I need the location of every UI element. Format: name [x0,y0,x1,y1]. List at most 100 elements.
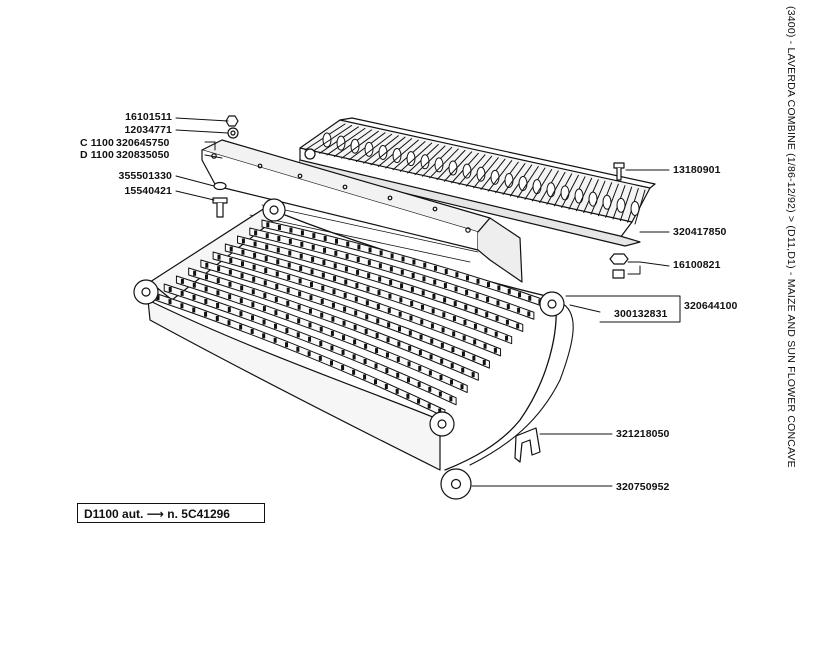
concave-slot [506,304,510,310]
concave-slot [297,304,301,310]
concave-slot [332,289,336,295]
concave-slot [344,266,348,272]
comb-tooth [443,151,473,182]
concave-slot [440,358,444,364]
concave-slot [485,312,489,318]
concave-slot [285,314,289,320]
concave-slot [365,314,369,320]
concave-slot [276,247,280,253]
concave-slot [342,320,346,326]
concave-slot [367,260,371,266]
concave-slot [407,361,411,367]
concave-slot [476,278,480,284]
label-16101511: 16101511 [125,111,172,123]
concave-slot [377,290,381,296]
concave-slot [390,253,394,259]
concave-bar [212,251,502,357]
concave-slot [239,298,243,304]
concave-slot [168,299,172,305]
concave-slot [451,347,455,353]
concave-slot [432,293,436,299]
concave-slot [507,288,511,294]
concave-slot [345,253,349,259]
comb-bar-assembly [299,117,656,247]
concave-slot [239,311,243,317]
concave-slot [389,266,393,272]
concave-slot [322,260,326,266]
concave-slot [434,265,438,271]
label-15540421: 15540421 [124,185,172,197]
concave-slot [240,261,244,267]
concave-slot [264,268,268,274]
label-13180901: 13180901 [673,164,721,176]
concave-slot [216,278,220,284]
concave-slot [321,272,325,278]
concave-slot [474,308,478,314]
concave-slot [411,273,415,279]
comb-tooth [473,157,499,189]
concave-slot [252,276,256,282]
concave-slot [229,246,233,252]
concave-slot [378,276,382,282]
concave-slot [300,241,304,247]
concave-slot [180,290,184,296]
concave-slot [274,310,278,316]
concave-slot [204,311,208,317]
comb-tooth [546,171,566,205]
concave-slot [228,281,232,287]
concave-slot [418,365,422,371]
concave-slot [296,346,300,352]
concave-bar [200,259,490,369]
concave-slot [516,323,520,329]
concave-slot [430,323,434,329]
concave-slot [331,302,335,308]
concave-slot [277,236,281,242]
concave-slot [356,269,360,275]
comb-tooth [326,127,366,156]
concave-slot [463,319,467,325]
concave-slot [308,308,312,314]
concave-slot [428,370,432,376]
concave-slot [312,233,316,239]
concave-slot [330,330,334,336]
concave-slot [419,334,423,340]
concave-slot [323,235,327,241]
concave-slot [310,269,314,275]
concave-slot [518,292,522,298]
concave-slot [355,283,359,289]
concave-slot [299,265,303,271]
note-serial: n. 5C41296 [167,507,230,521]
concave-slot [262,306,266,312]
concave-slot [296,332,300,338]
concave-slot [431,308,435,314]
concave-slot [343,292,347,298]
concave-slot [192,307,196,313]
concave-bar [175,275,468,394]
comb-tooth [370,136,406,166]
concave-slot [356,256,360,262]
concave-slot [439,374,443,380]
comb-tooth [590,180,606,215]
concave-frame [133,198,574,500]
concave-slot [368,247,372,253]
concave-slot [408,330,412,336]
concave-slot [228,269,232,275]
label-d1100-prefix: D 1100 [80,149,114,161]
concave-slot [473,339,477,345]
concave-slot [253,252,257,258]
comb-tooth-roll [560,185,570,201]
comb-tooth [634,189,646,225]
concave-slot [376,318,380,324]
concave-bar [188,267,479,381]
concave-slot [341,349,345,355]
label-320417850: 320417850 [673,226,727,238]
concave-slot [308,322,312,328]
concave-slot [308,336,312,342]
concave-slot [285,328,289,334]
concave-slot [495,315,499,321]
side-title: (3400) - LAVERDA COMBINE (1/86-12/92) > … [785,6,797,468]
concave-slot [465,289,469,295]
concave-slot [375,333,379,339]
concave-slot [400,269,404,275]
concave-slot [287,262,291,268]
